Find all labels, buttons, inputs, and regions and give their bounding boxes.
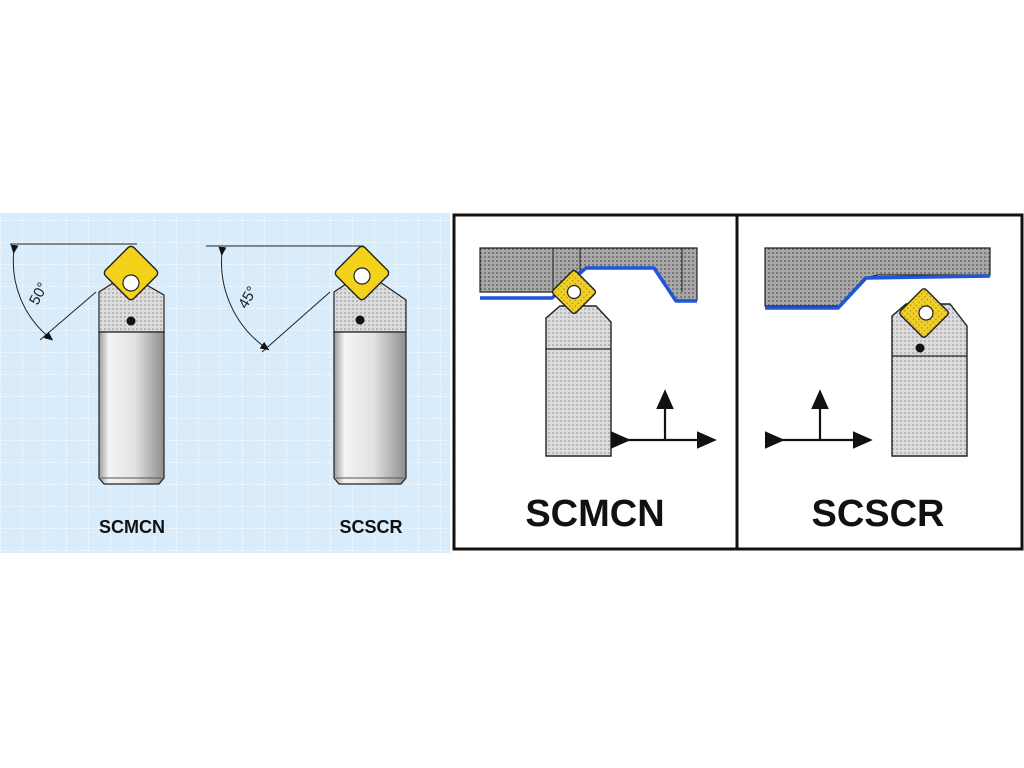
holder-shank: [333, 331, 407, 485]
right-cell-scmcn: SCMCN: [479, 247, 717, 535]
tool-label-scmcn: SCMCN: [99, 517, 165, 537]
angle-arc-50: [10, 244, 54, 341]
feed-direction-arrows-icon: [765, 389, 873, 449]
right-cell-scscr: SCSCR: [764, 247, 991, 535]
cut-profile-line: [480, 266, 697, 303]
right-panel: SCMCN SCSCR: [452, 213, 1024, 551]
left-tool-scmcn: 50° SCMCN: [10, 243, 165, 537]
holder: [545, 305, 612, 457]
cutting-edge-line: [261, 291, 331, 353]
tool-label-scscr: SCSCR: [339, 517, 402, 537]
tool-label-scscr-large: SCSCR: [811, 493, 944, 535]
clamp-screw-icon: [355, 315, 365, 325]
insert-diamond: [103, 245, 159, 301]
cut-profile-line: [765, 274, 991, 310]
insert-hole: [566, 284, 582, 300]
insert-hole: [122, 274, 140, 292]
insert-hole: [353, 267, 371, 285]
holder-shank: [98, 331, 165, 485]
clamp-screw-icon: [126, 316, 136, 326]
insert-hole: [918, 305, 934, 321]
left-tool-scscr: 45° SCSCR: [206, 245, 407, 537]
left-panel: 50° SCMCN 45° SCSCR: [0, 213, 450, 553]
holder: [891, 303, 968, 457]
clamp-screw-icon: [915, 343, 925, 353]
feed-direction-arrows-icon: [611, 389, 717, 449]
angle-arc-45: [218, 246, 270, 351]
tool-label-scmcn-large: SCMCN: [525, 493, 664, 535]
